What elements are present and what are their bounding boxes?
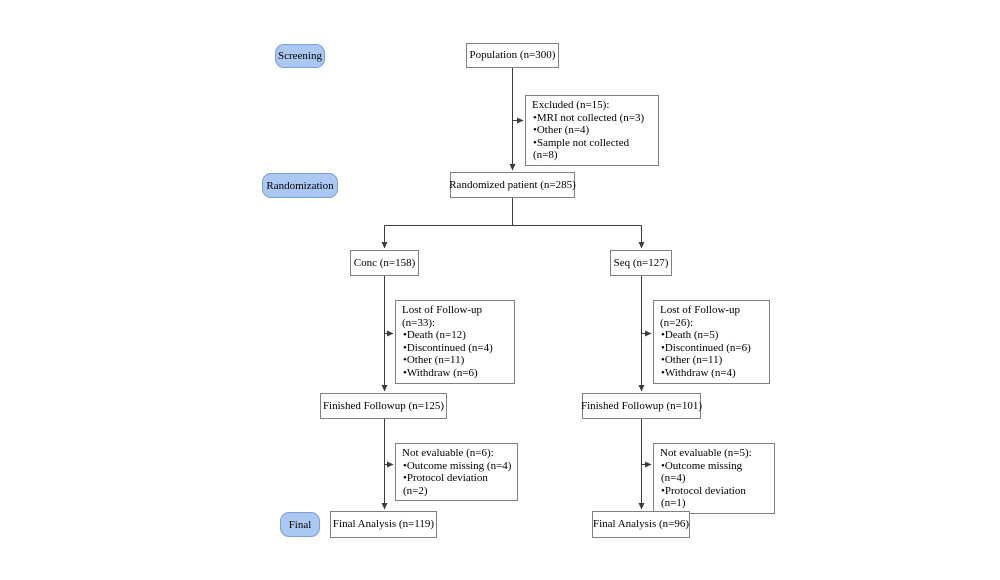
node-final-conc-label: Final Analysis (n=119) bbox=[332, 518, 435, 531]
node-excluded: Excluded (n=15): MRI not collected (n=3)… bbox=[525, 95, 659, 166]
node-noteval-seq-item: Outcome missing (n=4) bbox=[660, 460, 769, 485]
node-finished-conc-label: Finished Followup (n=125) bbox=[322, 399, 445, 412]
node-lost-conc-item: Withdraw (n=6) bbox=[402, 367, 509, 380]
node-conc: Conc (n=158) bbox=[350, 250, 419, 276]
stage-label-final-text: Final bbox=[288, 518, 312, 531]
node-excluded-item: Other (n=4) bbox=[532, 124, 653, 137]
node-randomized: Randomized patient (n=285) bbox=[449, 172, 576, 198]
node-lost-seq-title: Lost of Follow-up (n=26): bbox=[660, 304, 741, 329]
node-finished-conc: Finished Followup (n=125) bbox=[320, 393, 447, 419]
node-noteval-seq: Not evaluable (n=5): Outcome missing (n=… bbox=[653, 443, 775, 514]
node-noteval-conc: Not evaluable (n=6): Outcome missing (n=… bbox=[395, 443, 518, 502]
node-lost-seq-item: Other (n=11) bbox=[660, 354, 764, 367]
node-randomized-label: Randomized patient (n=285) bbox=[449, 178, 576, 191]
node-lost-seq: Lost of Follow-up (n=26): Death (n=5) Di… bbox=[653, 300, 770, 384]
node-noteval-seq-item: Protocol deviation (n=1) bbox=[660, 485, 769, 510]
node-population-label: Population (n=300) bbox=[469, 49, 556, 62]
stage-label-screening-text: Screening bbox=[278, 50, 322, 62]
node-conc-label: Conc (n=158) bbox=[353, 256, 416, 269]
node-lost-seq-item: Death (n=5) bbox=[660, 329, 764, 342]
node-noteval-conc-item: Outcome missing (n=4) bbox=[402, 460, 512, 473]
node-seq-label: Seq (n=127) bbox=[613, 256, 669, 269]
node-lost-conc: Lost of Follow-up (n=33): Death (n=12) D… bbox=[395, 300, 515, 384]
node-lost-conc-item: Discontinued (n=4) bbox=[402, 342, 509, 355]
node-lost-conc-item: Other (n=11) bbox=[402, 354, 509, 367]
node-excluded-title: Excluded (n=15): bbox=[532, 99, 610, 111]
node-lost-conc-item: Death (n=12) bbox=[402, 329, 509, 342]
node-lost-conc-title: Lost of Follow-up (n=33): bbox=[402, 304, 483, 329]
node-finished-seq-label: Finished Followup (n=101) bbox=[580, 399, 703, 412]
node-lost-seq-item: Withdraw (n=4) bbox=[660, 367, 764, 380]
node-noteval-conc-title: Not evaluable (n=6): bbox=[402, 447, 494, 459]
stage-label-randomization: Randomization bbox=[262, 173, 338, 198]
node-excluded-item: Sample not collected (n=8) bbox=[532, 137, 653, 162]
stage-label-screening: Screening bbox=[275, 44, 325, 68]
stage-label-final: Final bbox=[280, 512, 320, 537]
stage-label-randomization-text: Randomization bbox=[266, 179, 334, 192]
node-noteval-conc-item: Protocol deviation (n=2) bbox=[402, 472, 512, 497]
node-population: Population (n=300) bbox=[466, 43, 559, 68]
node-finished-seq: Finished Followup (n=101) bbox=[580, 393, 703, 419]
node-lost-seq-item: Discontinued (n=6) bbox=[660, 342, 764, 355]
node-excluded-item: MRI not collected (n=3) bbox=[532, 112, 653, 125]
node-final-conc: Final Analysis (n=119) bbox=[330, 511, 437, 538]
node-seq: Seq (n=127) bbox=[610, 250, 672, 276]
node-noteval-seq-title: Not evaluable (n=5): bbox=[660, 447, 752, 459]
node-final-seq: Final Analysis (n=96) bbox=[592, 511, 690, 538]
node-final-seq-label: Final Analysis (n=96) bbox=[592, 518, 690, 531]
